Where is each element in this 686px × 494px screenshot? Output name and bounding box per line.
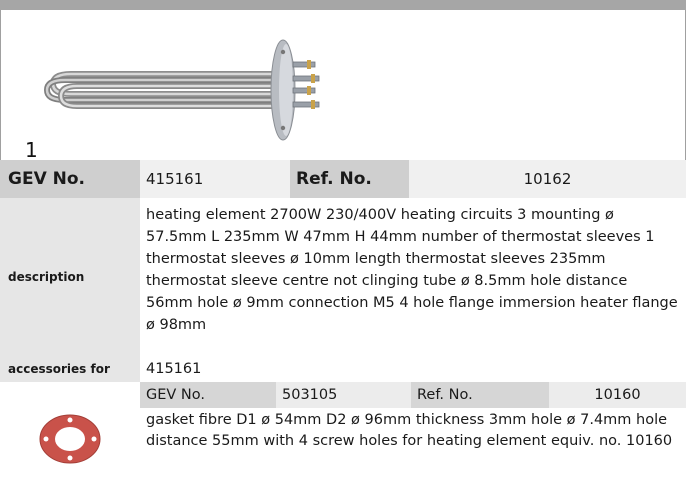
- accessory-gev-value: 503105: [276, 382, 411, 408]
- accessory-ref-value: 10160: [549, 382, 686, 408]
- accessories-row: accessories for 415161: [0, 356, 686, 382]
- item-number: 1: [25, 138, 38, 162]
- gasket-icon: [39, 414, 101, 464]
- product-image-area: 1: [1, 10, 685, 162]
- gasket-image: [0, 382, 140, 494]
- ref-label: Ref. No.: [290, 160, 409, 198]
- gev-label: GEV No.: [0, 160, 140, 198]
- description-row: description heating element 2700W 230/40…: [0, 198, 686, 356]
- accessory-id-row: GEV No. 503105 Ref. No. 10160: [140, 382, 686, 408]
- description-text: heating element 2700W 230/400V heating c…: [140, 198, 686, 356]
- accessory-ref-label: Ref. No.: [411, 382, 549, 408]
- heating-element-image: [43, 39, 320, 141]
- ref-value: 10162: [409, 160, 686, 198]
- accessory-item: GEV No. 503105 Ref. No. 10160 gasket fib…: [0, 382, 686, 494]
- accessories-label: accessories for: [0, 356, 140, 382]
- accessory-description: gasket fibre D1 ø 54mm D2 ø 96mm thickne…: [146, 412, 673, 449]
- accessory-gev-label: GEV No.: [140, 382, 276, 408]
- product-id-row: GEV No. 415161 Ref. No. 10162: [0, 160, 686, 198]
- top-bar: [0, 0, 686, 10]
- description-label: description: [0, 198, 140, 356]
- accessories-value: 415161: [140, 356, 686, 382]
- gev-value: 415161: [140, 160, 290, 198]
